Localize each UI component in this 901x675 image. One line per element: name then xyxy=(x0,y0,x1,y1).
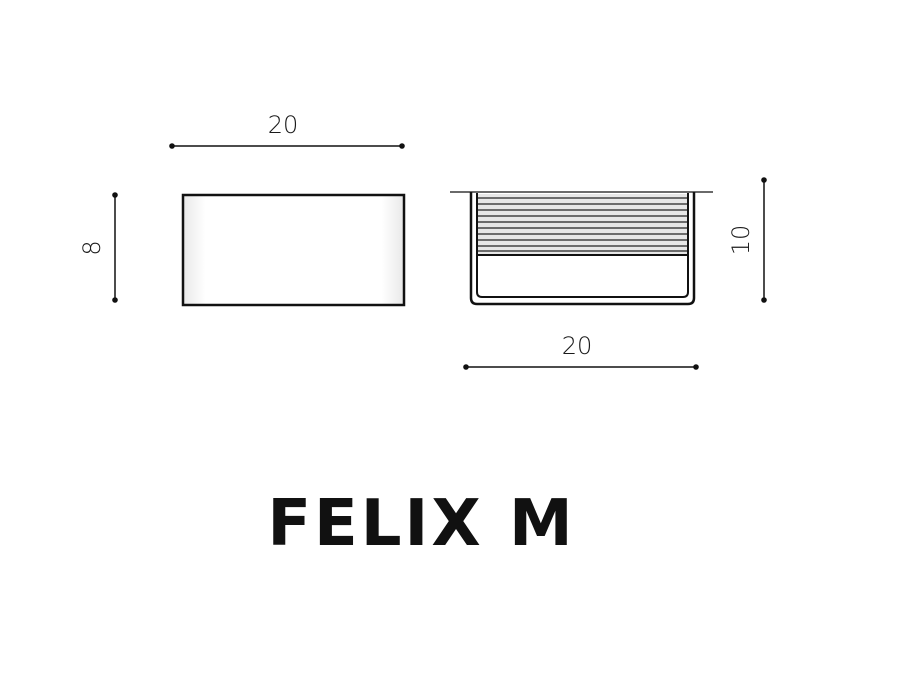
side-width-label: 20 xyxy=(562,332,593,360)
front-view-body xyxy=(181,193,406,307)
side-view: 10 20 xyxy=(450,177,767,370)
side-view-louvres xyxy=(478,194,687,256)
front-width-label: 20 xyxy=(268,111,299,139)
front-view: 20 8 xyxy=(78,111,406,307)
side-view-housing-outer xyxy=(469,192,696,306)
front-height-label: 8 xyxy=(78,240,106,255)
side-height-dimension: 10 xyxy=(727,177,767,303)
front-width-dimension: 20 xyxy=(169,111,405,149)
front-height-dimension: 8 xyxy=(78,192,118,303)
product-title: FELIX M xyxy=(267,487,576,561)
side-height-label: 10 xyxy=(727,225,755,256)
side-width-dimension: 20 xyxy=(463,332,699,370)
